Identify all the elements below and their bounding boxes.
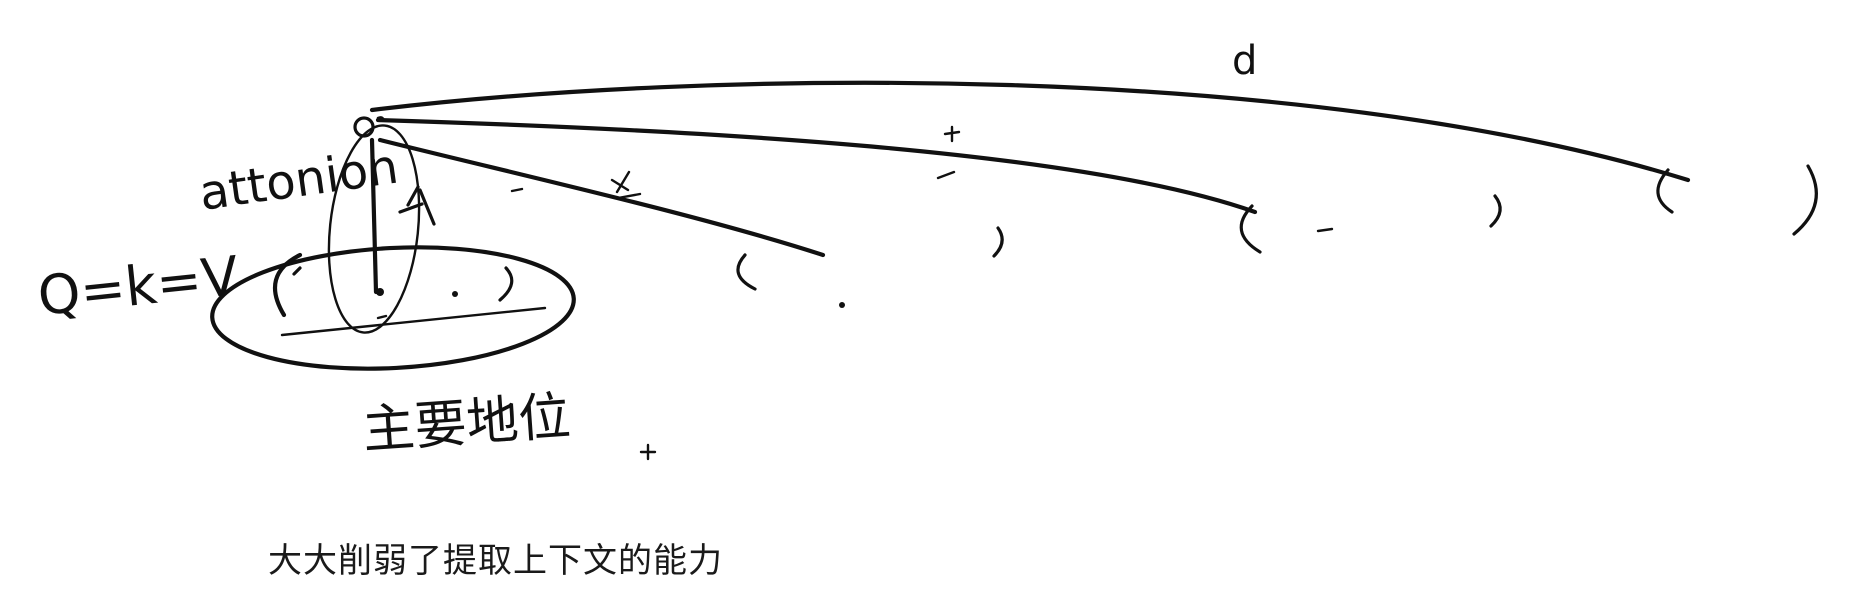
pointer-sparkle-mark — [639, 443, 657, 461]
far-sequence-brackets — [1656, 164, 1818, 236]
arc-tick-marks — [510, 125, 1334, 233]
attention-arc-far — [369, 80, 1691, 183]
local-context-oval — [210, 245, 576, 371]
self-attention-oval — [327, 124, 421, 334]
self-focus-label: 主要地位 — [361, 387, 573, 461]
near-sequence-brackets — [736, 226, 1004, 308]
local-sequence-brackets — [272, 252, 547, 337]
middle-sequence-brackets — [1239, 194, 1502, 254]
attention-arc-near — [377, 137, 826, 258]
attention-arc-middle — [375, 117, 1258, 215]
caption-text: 大大削弱了提取上下文的能力 — [268, 541, 723, 581]
distance-mark: d — [1232, 38, 1257, 84]
self-attention-stroke — [369, 137, 436, 296]
